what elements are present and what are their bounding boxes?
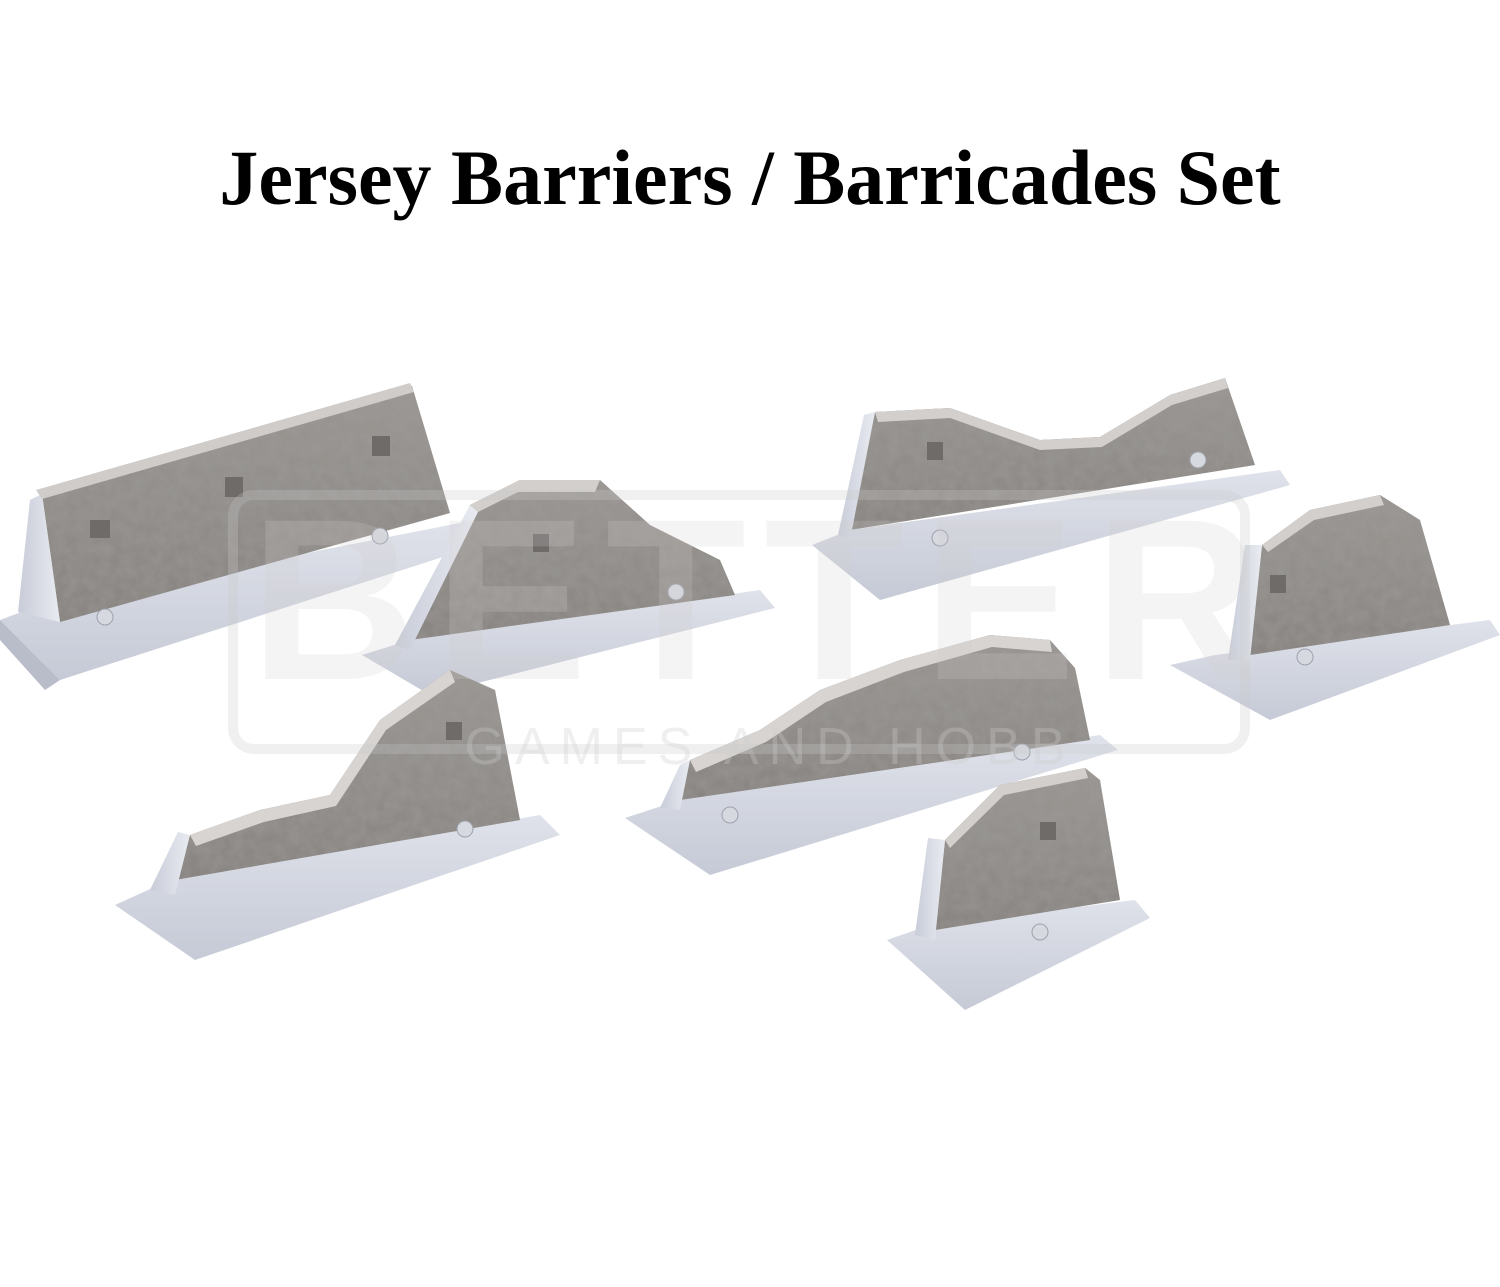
sloped-broken-barrier: [115, 670, 560, 960]
page-title: Jersey Barriers / Barricades Set: [219, 134, 1281, 221]
long-low-broken-barrier: [625, 635, 1118, 875]
short-tall-barrier: [1170, 495, 1500, 720]
short-front-barrier: [887, 768, 1150, 1010]
watermark-frame: [228, 490, 1250, 754]
long-notched-barrier: [812, 378, 1290, 600]
watermark-tagline: GAMES AND HOBB: [464, 718, 1076, 776]
watermark-brand: BETTER: [250, 471, 1278, 728]
broken-half-barrier: [362, 480, 775, 695]
